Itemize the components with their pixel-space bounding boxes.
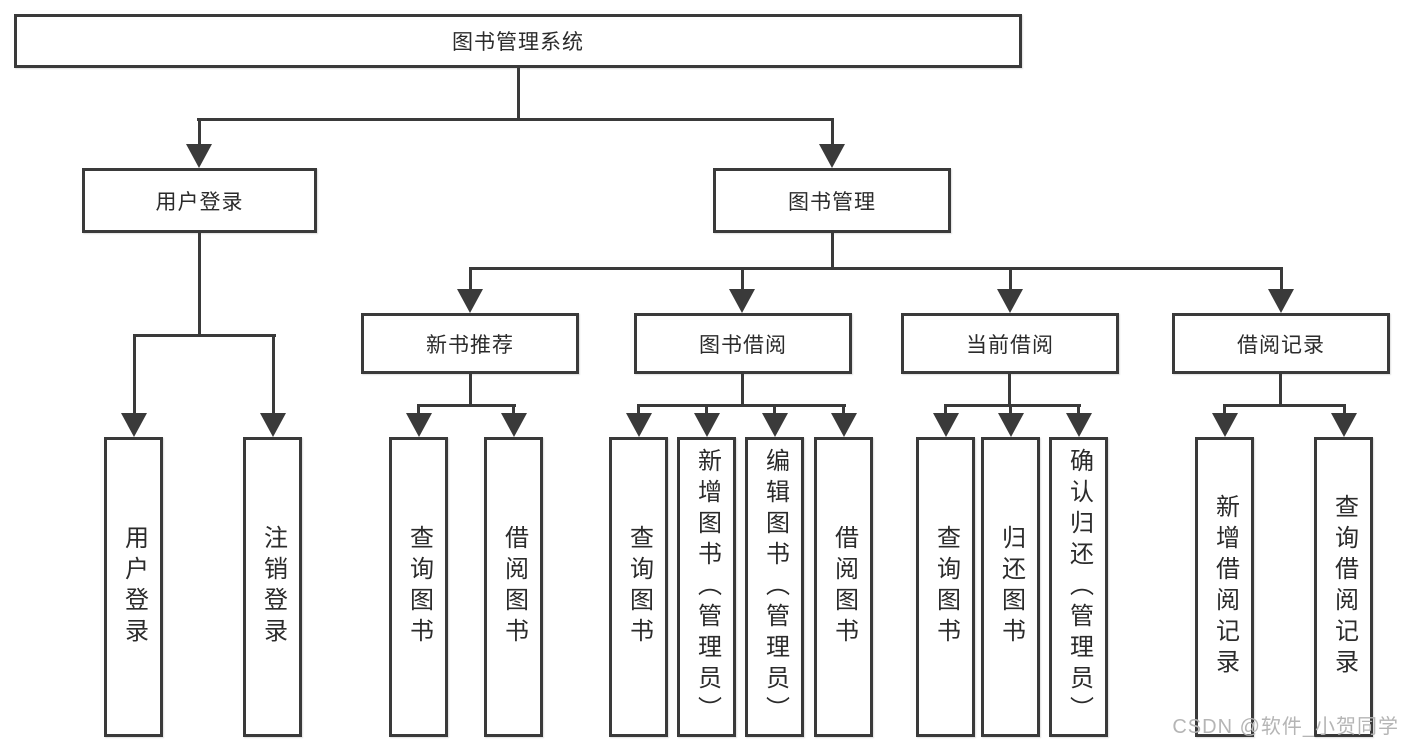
connector-line [517,68,520,121]
arrowhead-down-icon [457,289,483,313]
leaf-return-books-label: 归还图书 [997,525,1025,649]
connector-line [741,267,744,292]
connector-line [1008,374,1011,407]
leaf-logout: 注销登录 [243,437,302,737]
leaf-query-books-recommend-label: 查询图书 [405,525,433,649]
leaf-query-borrow-record: 查询借阅记录 [1314,437,1373,737]
arrowhead-down-icon [1212,413,1238,437]
leaf-query-books-current: 查询图书 [916,437,975,737]
node-new-book-recommend-label: 新书推荐 [426,333,514,357]
leaf-query-books-recommend: 查询图书 [389,437,448,737]
arrowhead-down-icon [729,289,755,313]
arrowhead-down-icon [1268,289,1294,313]
connector-line [418,404,516,407]
node-root-label: 图书管理系统 [452,31,584,54]
leaf-add-book-admin: 新增图书（管理员） [677,437,736,737]
leaf-borrow-books-recommend-label: 借阅图书 [500,525,528,649]
connector-line [944,404,947,416]
connector-line [198,233,201,337]
node-book-borrowing-label: 图书借阅 [699,333,787,357]
arrowhead-down-icon [406,413,432,437]
connector-line [831,118,834,147]
arrowhead-down-icon [1066,413,1092,437]
connector-line [1223,404,1226,416]
leaf-return-books: 归还图书 [981,437,1040,737]
arrowhead-down-icon [626,413,652,437]
connector-line [842,404,845,416]
node-borrow-records-label: 借阅记录 [1237,333,1325,357]
connector-line [637,404,640,416]
leaf-user-login-label: 用户登录 [120,525,148,649]
leaf-confirm-return-admin: 确认归还（管理员） [1049,437,1108,737]
node-book-management: 图书管理 [713,168,951,233]
connector-line [831,233,834,270]
leaf-query-borrow-record-label: 查询借阅记录 [1330,494,1358,680]
arrowhead-down-icon [762,413,788,437]
leaf-logout-label: 注销登录 [259,525,287,649]
connector-line [1279,374,1282,407]
connector-line [637,404,846,407]
connector-line [469,374,472,407]
leaf-add-borrow-record-label: 新增借阅记录 [1211,494,1239,680]
connector-line [1280,267,1283,292]
connector-line [197,118,834,121]
arrowhead-down-icon [186,144,212,168]
leaf-add-book-admin-label: 新增图书（管理员） [693,447,721,727]
arrowhead-down-icon [933,413,959,437]
node-user-login: 用户登录 [82,168,317,233]
node-current-borrowing: 当前借阅 [901,313,1119,374]
leaf-query-books-borrow: 查询图书 [609,437,668,737]
arrowhead-down-icon [819,144,845,168]
connector-line [1223,404,1346,407]
connector-line [417,404,420,416]
connector-line [741,374,744,407]
arrowhead-down-icon [121,413,147,437]
arrowhead-down-icon [694,413,720,437]
node-root: 图书管理系统 [14,14,1022,68]
node-book-borrowing: 图书借阅 [634,313,852,374]
leaf-edit-book-admin-label: 编辑图书（管理员） [761,447,789,727]
node-borrow-records: 借阅记录 [1172,313,1390,374]
leaf-confirm-return-admin-label: 确认归还（管理员） [1065,447,1093,727]
leaf-add-borrow-record: 新增借阅记录 [1195,437,1254,737]
leaf-borrow-books-label: 借阅图书 [830,525,858,649]
leaf-user-login: 用户登录 [104,437,163,737]
connector-line [1009,404,1012,416]
connector-line [1009,267,1012,292]
node-user-login-label: 用户登录 [155,190,244,214]
connector-line [469,267,472,292]
leaf-borrow-books-recommend: 借阅图书 [484,437,543,737]
leaf-query-books-borrow-label: 查询图书 [625,525,653,649]
connector-line [705,404,708,416]
connector-line [133,334,136,416]
connector-line [944,404,1081,407]
connector-line [1077,404,1080,416]
node-new-book-recommend: 新书推荐 [361,313,579,374]
leaf-edit-book-admin: 编辑图书（管理员） [745,437,804,737]
arrowhead-down-icon [1331,413,1357,437]
connector-line [469,267,1283,270]
connector-line [1343,404,1346,416]
arrowhead-down-icon [831,413,857,437]
connector-line [773,404,776,416]
arrowhead-down-icon [997,289,1023,313]
node-current-borrowing-label: 当前借阅 [966,333,1054,357]
leaf-query-books-current-label: 查询图书 [932,525,960,649]
node-book-management-label: 图书管理 [788,190,876,214]
connector-line [272,334,275,416]
arrowhead-down-icon [260,413,286,437]
connector-line [198,118,201,147]
connector-line [133,334,276,337]
arrowhead-down-icon [501,413,527,437]
connector-line [512,404,515,416]
csdn-watermark: CSDN @软件_小贺同学 [1172,716,1399,738]
arrowhead-down-icon [998,413,1024,437]
leaf-borrow-books: 借阅图书 [814,437,873,737]
